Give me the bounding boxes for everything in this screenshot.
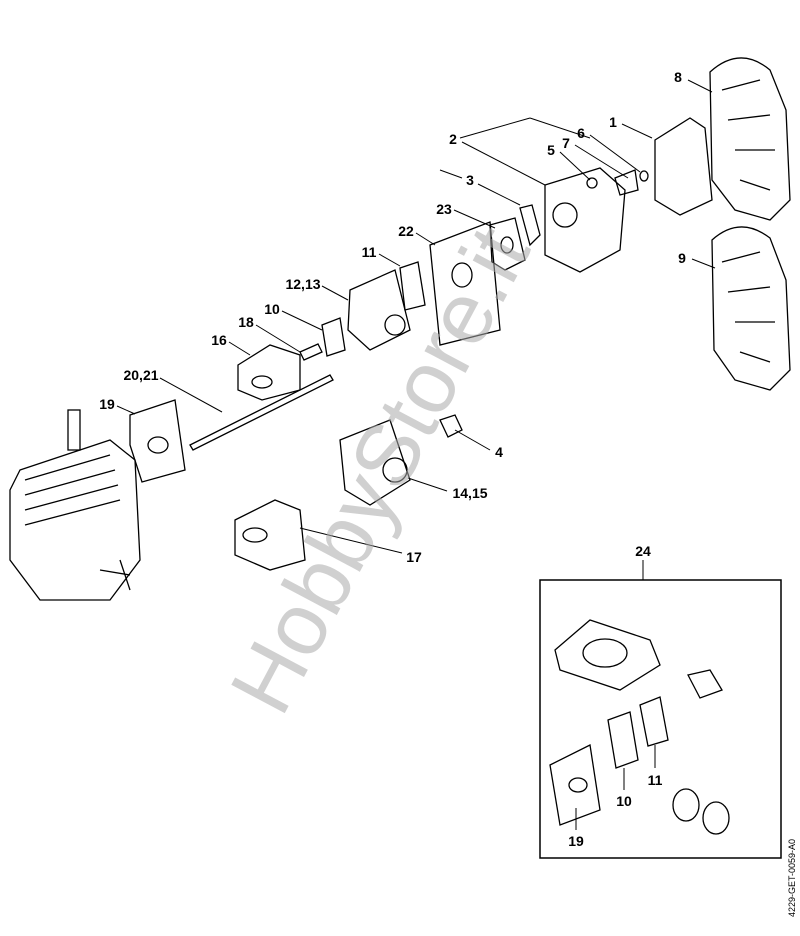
callout-22: 22 [398,223,414,239]
muffler-gasket [687,669,723,699]
gasket-23 [489,217,526,271]
choke-lever [519,204,541,247]
callout-23: 23 [436,201,452,217]
callout-3: 3 [466,172,474,188]
callout-12-13: 12,13 [285,276,321,292]
callout-20-21: 20,21 [123,367,159,383]
retainer [614,169,639,196]
carburetor-14-15-bore [382,457,408,483]
callout-16: 16 [211,332,227,348]
callout-9: 9 [678,250,686,266]
callout-10: 10 [264,301,280,317]
callout-14-15: 14,15 [452,485,488,501]
nut [586,177,598,189]
seal-1 [672,788,700,822]
carburetor-14-15 [339,419,411,506]
plate-22-hole [451,262,473,288]
bolt-18 [299,343,323,361]
filter-element [654,117,713,216]
callout-18: 18 [238,314,254,330]
inset-gasket-19 [549,744,601,826]
flange-17 [234,499,306,571]
callout-2: 2 [449,131,457,147]
callout-1: 1 [609,114,617,130]
carburetor-12-13 [347,269,411,351]
inset-gasket-19-hole [568,777,588,793]
gasket-23-hole [500,236,514,254]
gasket-10 [321,317,346,357]
gasket-11 [399,261,426,311]
gasket-kit-box [539,579,782,859]
gasket-19 [129,399,186,483]
callout-19: 19 [99,396,115,412]
inset-gasket-11 [639,696,669,747]
leader-lines [116,79,716,830]
callout-17: 17 [406,549,422,565]
part-4 [439,414,463,438]
flange-16-port [251,375,273,389]
seal-2 [702,801,730,835]
plate-22 [429,221,501,346]
flange-17-port [242,527,268,543]
cylinder-gasket [554,619,661,691]
air-box-opening [552,202,578,228]
callout-24: 24 [635,543,651,559]
air-box [544,167,626,273]
inset-callout-19: 19 [568,833,584,849]
inset-callout-10: 10 [616,793,632,809]
callout-7: 7 [562,135,570,151]
callout-8: 8 [674,69,682,85]
engine [9,409,141,601]
bolt-20-21 [189,374,334,451]
cylinder-gasket-bore [582,638,628,668]
document-id: 4229-GET-0059-A0 [787,838,797,918]
carburetor-12-13-bore [384,314,406,336]
callout-5: 5 [547,142,555,158]
callout-6: 6 [577,125,585,141]
washer [639,170,649,182]
callout-4: 4 [495,444,503,460]
callout-11: 11 [361,244,377,260]
gasket-19-hole [147,436,169,454]
air-filter-cover-9 [711,226,791,391]
inset-gasket-10 [607,711,639,769]
inset-callout-11: 11 [647,772,663,788]
air-filter-cover-8 [709,57,791,221]
